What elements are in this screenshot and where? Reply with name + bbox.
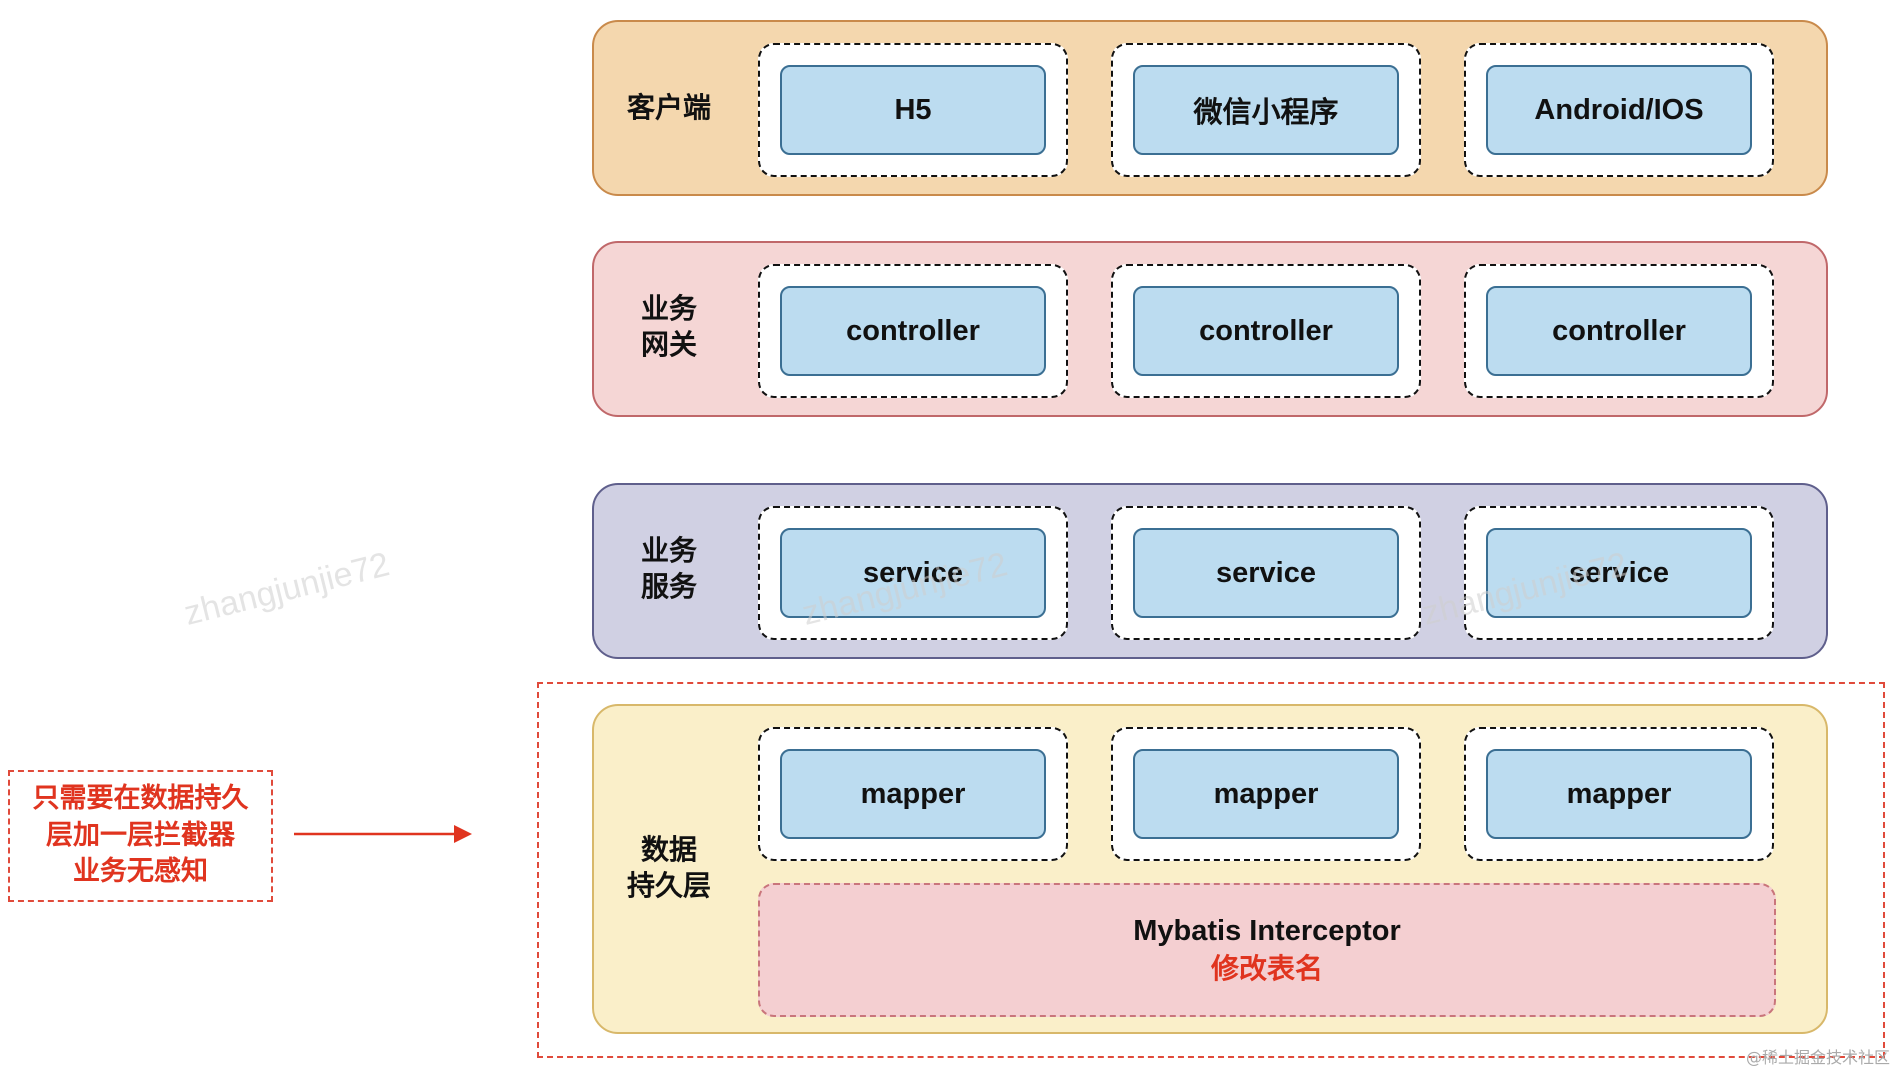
component-android-ios: Android/IOS <box>1486 65 1752 155</box>
component-wechat-miniprogram: 微信小程序 <box>1133 65 1399 155</box>
footer-watermark: @稀土掘金技术社区 <box>1745 1048 1890 1067</box>
component-slot: Android/IOS <box>1464 43 1774 177</box>
annotation-note: 只需要在数据持久 层加一层拦截器 业务无感知 <box>8 770 273 902</box>
arrow-right-icon <box>294 825 472 843</box>
persistence-highlight-frame <box>537 682 1885 1058</box>
layer-persistence: 数据 持久层 mapper mapper mapper Mybatis Inte… <box>592 704 1828 1034</box>
component-slot: service <box>1464 506 1774 640</box>
component-slot: service <box>758 506 1068 640</box>
component-mapper: mapper <box>780 749 1046 839</box>
layer-gateway: 业务 网关 controller controller controller <box>592 241 1828 417</box>
component-slot: mapper <box>1464 727 1774 861</box>
component-slot: mapper <box>758 727 1068 861</box>
component-slot: H5 <box>758 43 1068 177</box>
component-slot: controller <box>1464 264 1774 398</box>
layer-label: 业务 网关 <box>640 292 697 362</box>
component-h5: H5 <box>780 65 1046 155</box>
note-line: 层加一层拦截器 <box>46 819 235 851</box>
component-slot: mapper <box>1111 727 1421 861</box>
layer-label: 客户端 <box>626 91 711 124</box>
component-service: service <box>1486 528 1752 618</box>
component-mapper: mapper <box>1486 749 1752 839</box>
note-line: 业务无感知 <box>73 856 208 888</box>
component-slot: service <box>1111 506 1421 640</box>
component-service: service <box>780 528 1046 618</box>
component-controller: controller <box>780 286 1046 376</box>
component-controller: controller <box>1486 286 1752 376</box>
layer-service: 业务 服务 service service service <box>592 483 1828 659</box>
mybatis-interceptor-box: Mybatis Interceptor 修改表名 <box>758 883 1776 1017</box>
component-mapper: mapper <box>1133 749 1399 839</box>
component-controller: controller <box>1133 286 1399 376</box>
layer-label: 业务 服务 <box>640 534 697 604</box>
layer-label: 数据 持久层 <box>626 833 711 903</box>
watermark-text: zhangjunjie72 <box>180 545 394 633</box>
component-slot: controller <box>1111 264 1421 398</box>
interceptor-title: Mybatis Interceptor <box>1133 914 1401 947</box>
component-service: service <box>1133 528 1399 618</box>
layer-client: 客户端 H5 微信小程序 Android/IOS <box>592 20 1828 196</box>
component-slot: controller <box>758 264 1068 398</box>
note-line: 只需要在数据持久 <box>32 782 249 814</box>
interceptor-subtitle: 修改表名 <box>1210 951 1323 985</box>
component-slot: 微信小程序 <box>1111 43 1421 177</box>
